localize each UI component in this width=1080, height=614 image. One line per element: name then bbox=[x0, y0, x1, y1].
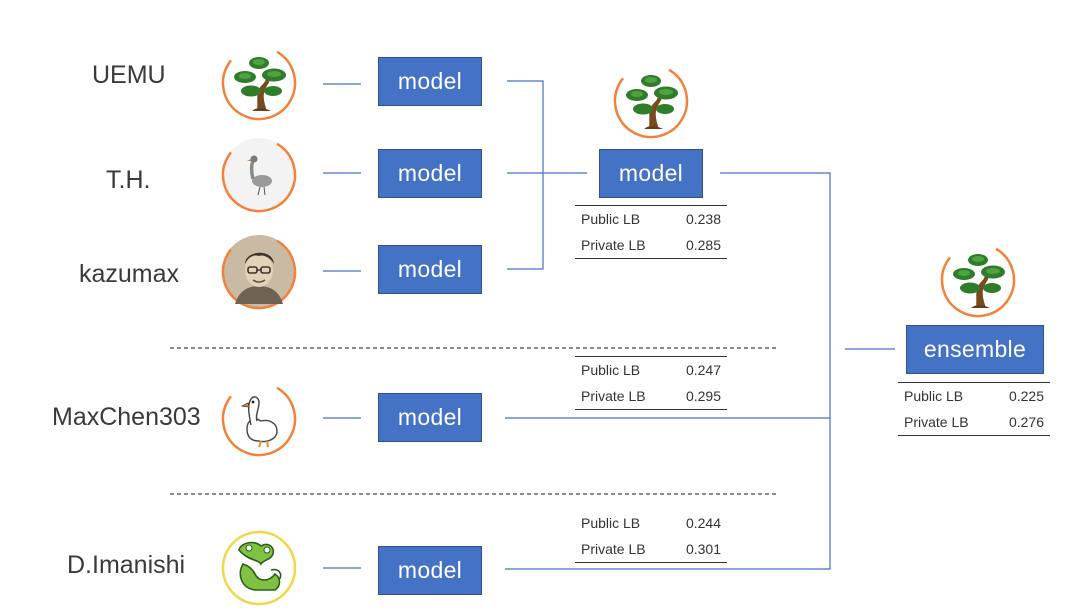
bonsai-pine-tree-icon bbox=[221, 45, 297, 121]
model-box-maxchen303: model bbox=[378, 393, 482, 442]
public-lb-label: Public LB bbox=[904, 388, 964, 404]
public-lb-value: 0.244 bbox=[685, 515, 721, 531]
private-lb-value: 0.285 bbox=[685, 237, 721, 253]
score-rule bbox=[898, 382, 1050, 383]
score-rule bbox=[575, 409, 727, 410]
imanishi-scores: Public LB 0.244 Private LB 0.301 bbox=[575, 510, 727, 563]
private-lb-label: Private LB bbox=[904, 414, 969, 430]
bonsai-pine-tree-icon bbox=[613, 63, 689, 139]
connector-team-to-bus bbox=[505, 172, 831, 570]
score-rule bbox=[898, 435, 1050, 436]
private-lb-value: 0.301 bbox=[685, 541, 721, 557]
team-model-scores: Public LB 0.238 Private LB 0.285 bbox=[575, 205, 727, 259]
public-lb-label: Public LB bbox=[581, 515, 641, 531]
connector-uemu-to-team bbox=[507, 80, 544, 270]
private-lb-label: Private LB bbox=[581, 237, 646, 253]
member-name-kazumax: kazumax bbox=[79, 260, 180, 288]
score-rule bbox=[575, 562, 727, 563]
public-lb-value: 0.225 bbox=[1008, 388, 1044, 404]
private-lb-value: 0.276 bbox=[1008, 414, 1044, 430]
green-frog-icon bbox=[221, 530, 297, 606]
public-lb-value: 0.238 bbox=[685, 211, 721, 227]
score-rule bbox=[575, 205, 727, 206]
team-model-box: model bbox=[599, 149, 703, 198]
member-name-uemu: UEMU bbox=[92, 61, 166, 89]
score-rule bbox=[575, 258, 727, 259]
score-rule bbox=[575, 356, 727, 357]
public-lb-label: Public LB bbox=[581, 211, 641, 227]
model-box-uemu: model bbox=[378, 57, 482, 106]
public-lb-value: 0.247 bbox=[685, 362, 721, 378]
member-name-dimanishi: D.Imanishi bbox=[67, 551, 186, 579]
grey-goose-icon bbox=[221, 137, 297, 213]
private-lb-label: Private LB bbox=[581, 541, 646, 557]
white-goose-icon bbox=[221, 381, 297, 457]
public-lb-label: Public LB bbox=[581, 362, 641, 378]
portrait-sketch-icon bbox=[221, 234, 297, 310]
model-box-th: model bbox=[378, 149, 482, 198]
private-lb-value: 0.295 bbox=[685, 388, 721, 404]
ensemble-box: ensemble bbox=[906, 325, 1044, 374]
member-name-maxchen303: MaxChen303 bbox=[52, 403, 201, 431]
private-lb-label: Private LB bbox=[581, 388, 646, 404]
maxchen-scores: Public LB 0.247 Private LB 0.295 bbox=[575, 356, 727, 410]
bonsai-pine-tree-icon bbox=[940, 242, 1016, 318]
member-name-th: T.H. bbox=[106, 166, 151, 194]
model-box-dimanishi: model bbox=[378, 546, 482, 595]
ensemble-scores: Public LB 0.225 Private LB 0.276 bbox=[898, 382, 1050, 436]
model-box-kazumax: model bbox=[378, 245, 482, 294]
